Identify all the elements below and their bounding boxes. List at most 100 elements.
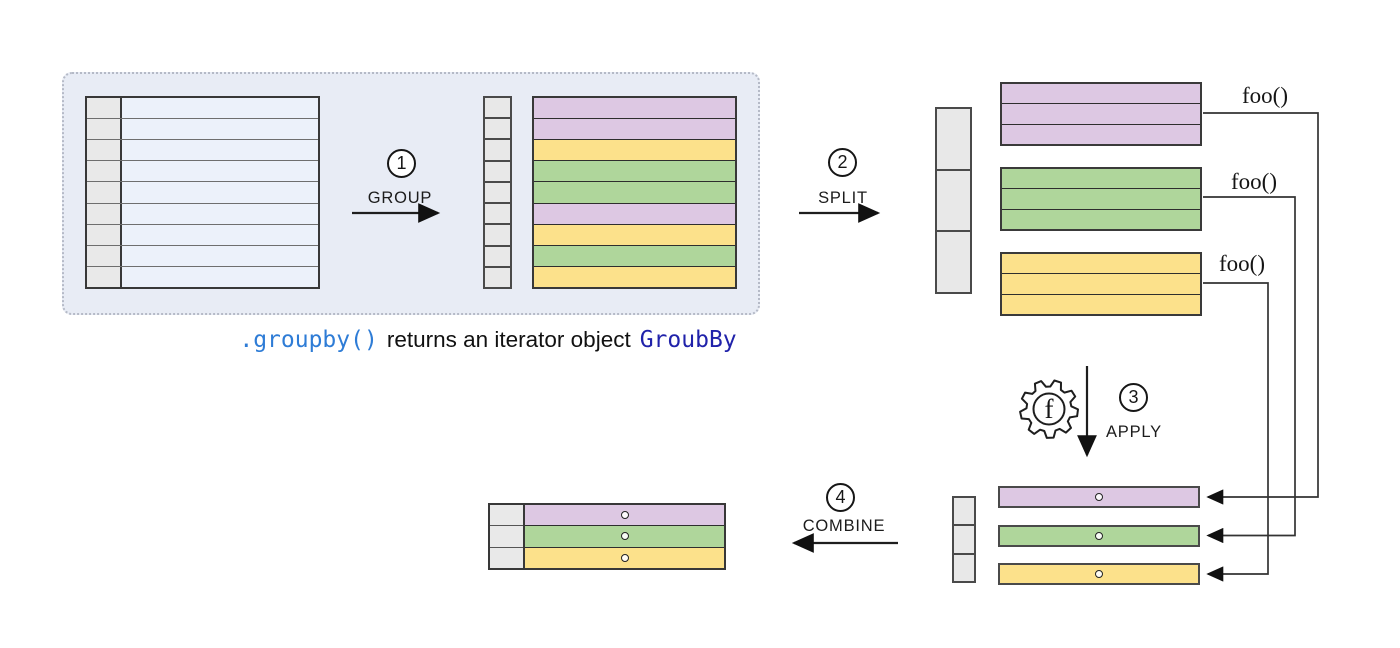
index-cell	[485, 202, 510, 224]
table-row	[87, 223, 318, 245]
yellow-group-row	[1002, 293, 1200, 314]
step-1-label: GROUP	[367, 189, 433, 207]
index-cell	[954, 498, 974, 525]
gear-icon: f	[1018, 378, 1080, 445]
index-cell	[485, 159, 510, 181]
step-1-badge: 1	[387, 149, 416, 178]
caption-code: .groupby()	[239, 327, 378, 353]
step-4-number: 4	[835, 487, 846, 507]
combined-table	[488, 503, 726, 570]
caption-object-name: GroubBy	[639, 327, 737, 353]
index-cell	[485, 244, 510, 266]
step-2-number: 2	[837, 152, 848, 172]
yellow-group-row	[1002, 254, 1200, 273]
data-cell	[122, 119, 318, 140]
result-index-column	[952, 496, 976, 583]
purple-group-block	[1000, 82, 1202, 146]
green-row	[534, 244, 735, 266]
index-cell	[485, 117, 510, 139]
purple-row	[534, 98, 735, 119]
grouped-table	[532, 96, 737, 289]
yellow-row	[534, 265, 735, 287]
table-row	[87, 181, 318, 203]
purple-group-row	[1002, 84, 1200, 103]
table-row	[87, 265, 318, 287]
source-table	[85, 96, 320, 289]
index-cell	[87, 161, 122, 182]
yellow-result-bar	[998, 563, 1200, 585]
index-cell	[485, 98, 510, 118]
green-row	[534, 160, 735, 182]
index-cell	[954, 524, 974, 553]
index-cell	[490, 525, 523, 547]
table-row	[87, 139, 318, 161]
yellow-row	[534, 139, 735, 161]
purple-row	[525, 505, 724, 526]
index-cell	[87, 182, 122, 203]
purple-result-bar	[998, 486, 1200, 508]
yellow-row	[525, 546, 724, 568]
index-cell	[490, 505, 523, 526]
data-cell	[122, 245, 318, 266]
green-group-block	[1000, 167, 1202, 231]
yellow-group-block	[1000, 252, 1202, 316]
index-cell	[87, 266, 122, 287]
step-3-label: APPLY	[1106, 423, 1162, 441]
green-result-bar	[998, 524, 1200, 547]
step-3-number: 3	[1128, 387, 1139, 407]
gear-function-letter: f	[1045, 394, 1054, 424]
index-cell	[87, 224, 122, 245]
step-4-label: COMBINE	[802, 517, 886, 535]
table-row	[87, 244, 318, 266]
combined-index-column	[490, 505, 525, 568]
index-cell	[954, 552, 974, 581]
table-row	[87, 118, 318, 140]
purple-row	[534, 202, 735, 224]
grouped-index-column	[483, 96, 512, 289]
aggregate-dot	[620, 553, 629, 562]
fn-label-green: foo()	[1231, 169, 1277, 194]
combined-rows	[525, 505, 724, 568]
fn-label-yellow: foo()	[1219, 251, 1265, 276]
aggregate-dot	[620, 532, 629, 541]
step-3-badge: 3	[1119, 383, 1148, 412]
data-cell	[122, 98, 318, 119]
data-cell	[122, 182, 318, 203]
table-row	[87, 160, 318, 182]
index-cell	[937, 168, 970, 231]
index-cell	[485, 265, 510, 287]
index-cell	[87, 245, 122, 266]
data-cell	[122, 224, 318, 245]
purple-row	[534, 118, 735, 140]
index-cell	[485, 138, 510, 160]
green-row	[525, 525, 724, 547]
data-cell	[122, 203, 318, 224]
data-cell	[122, 140, 318, 161]
index-cell	[937, 230, 970, 293]
table-row	[87, 202, 318, 224]
index-cell	[485, 180, 510, 203]
yellow-group-row	[1002, 273, 1200, 293]
split-index-column	[935, 107, 972, 294]
purple-group-row	[1002, 103, 1200, 123]
index-cell	[87, 98, 122, 119]
step-2-badge: 2	[828, 148, 857, 177]
result-bars	[998, 486, 1200, 585]
fn-label-purple: foo()	[1242, 83, 1288, 108]
split-group-blocks	[1000, 82, 1202, 316]
green-group-row	[1002, 208, 1200, 229]
green-group-row	[1002, 169, 1200, 188]
index-cell	[87, 119, 122, 140]
aggregate-dot	[1095, 531, 1103, 540]
index-cell	[87, 140, 122, 161]
data-cell	[122, 266, 318, 287]
table-row	[87, 98, 318, 119]
aggregate-dot	[1095, 570, 1103, 578]
index-cell	[937, 109, 970, 169]
step-1-number: 1	[396, 153, 407, 173]
route-green-to-result	[1203, 196, 1296, 544]
aggregate-dot	[620, 511, 629, 520]
aggregate-dot	[1095, 493, 1103, 501]
purple-group-row	[1002, 123, 1200, 144]
